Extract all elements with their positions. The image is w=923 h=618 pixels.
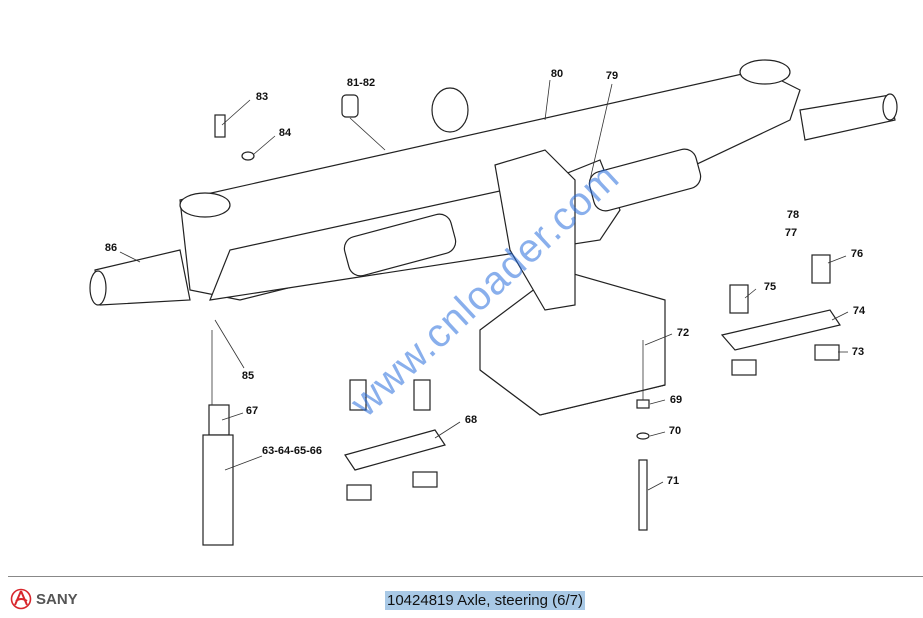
sany-logo-icon (10, 588, 32, 610)
callout-74: 74 (852, 305, 866, 317)
sany-logo: SANY (10, 588, 78, 610)
left-cylinder (343, 213, 457, 277)
callout-68: 68 (464, 414, 478, 426)
left-spindle (94, 249, 191, 306)
footer-divider (8, 576, 923, 577)
callout-75: 75 (763, 281, 777, 293)
callout-73: 73 (851, 346, 865, 358)
right-cylinder (588, 148, 702, 212)
callout-85: 85 (241, 370, 255, 382)
link-74 (720, 309, 841, 351)
kingpin (208, 404, 230, 436)
callout-67: 67 (245, 405, 259, 417)
callout-77: 77 (784, 227, 798, 239)
callout-83: 83 (255, 91, 269, 103)
bolt-71 (638, 459, 648, 531)
callout-78: 78 (786, 209, 800, 221)
callout-76: 76 (850, 248, 864, 260)
page-caption: 10424819 Axle, steering (6/7) (385, 591, 585, 610)
brand-name: SANY (36, 590, 78, 608)
callout-80: 80 (550, 68, 564, 80)
callout-81-82: 81-82 (346, 77, 376, 89)
leader-lines (119, 79, 849, 491)
right-spindle (799, 94, 896, 141)
callout-72: 72 (676, 327, 690, 339)
callout-69: 69 (669, 394, 683, 406)
link-68 (344, 429, 446, 471)
callout-79: 79 (605, 70, 619, 82)
callout-84: 84 (278, 127, 292, 139)
callout-71: 71 (666, 475, 680, 487)
axle-exploded-diagram (89, 59, 898, 546)
callout-86: 86 (104, 242, 118, 254)
callout-70: 70 (668, 425, 682, 437)
center-pivot-block (494, 149, 576, 311)
callout-63-66: 63-64-65-66 (262, 445, 322, 457)
